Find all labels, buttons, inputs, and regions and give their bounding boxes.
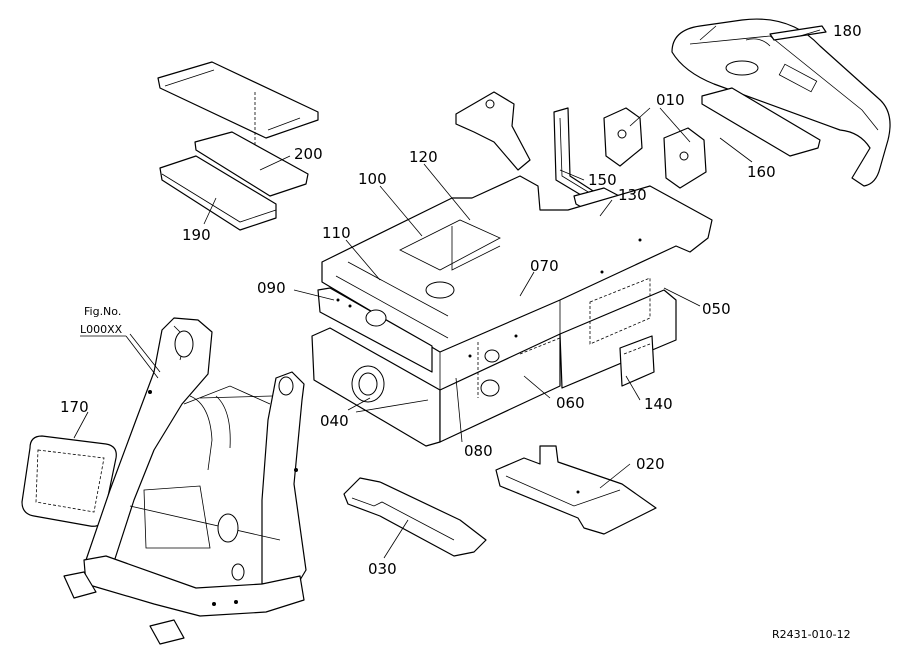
callout-190: 190 xyxy=(182,226,211,244)
callout-110: 110 xyxy=(322,224,351,242)
part-030-plate xyxy=(343,477,487,557)
leader-lines xyxy=(73,29,821,559)
callout-140: 140 xyxy=(644,395,673,413)
part-190-mat xyxy=(159,131,309,231)
part-180-counterweight xyxy=(671,18,891,187)
part-160-weight-plate xyxy=(701,25,827,157)
callout-130: 130 xyxy=(618,186,647,204)
drawing-number: R2431-010-12 xyxy=(772,628,851,641)
callout-040: 040 xyxy=(320,412,349,430)
fig-ref-label: Fig.No. xyxy=(84,305,121,318)
fig-ref-number: L000XX xyxy=(80,323,123,336)
callout-080: 080 xyxy=(464,442,493,460)
part-140-plate xyxy=(619,335,655,387)
callout-160: 160 xyxy=(747,163,776,181)
callout-010: 010 xyxy=(656,91,685,109)
figure-reference: Fig.No. L000XX xyxy=(80,305,159,379)
part-020-plate xyxy=(495,445,657,535)
callout-170: 170 xyxy=(60,398,89,416)
callout-120: 120 xyxy=(409,148,438,166)
main-frame xyxy=(311,91,713,447)
callout-020: 020 xyxy=(636,455,665,473)
part-010-brackets xyxy=(603,107,707,189)
rops-tower xyxy=(63,317,307,645)
callout-050: 050 xyxy=(702,300,731,318)
callout-070: 070 xyxy=(530,257,559,275)
callout-150: 150 xyxy=(588,171,617,189)
callout-200: 200 xyxy=(294,145,323,163)
callout-100: 100 xyxy=(358,170,387,188)
callout-060: 060 xyxy=(556,394,585,412)
callout-030: 030 xyxy=(368,560,397,578)
callout-090: 090 xyxy=(257,279,286,297)
callout-labels: 180 160 010 150 130 050 070 060 140 020 … xyxy=(60,22,862,578)
callout-180: 180 xyxy=(833,22,862,40)
part-200-plate xyxy=(157,61,319,158)
